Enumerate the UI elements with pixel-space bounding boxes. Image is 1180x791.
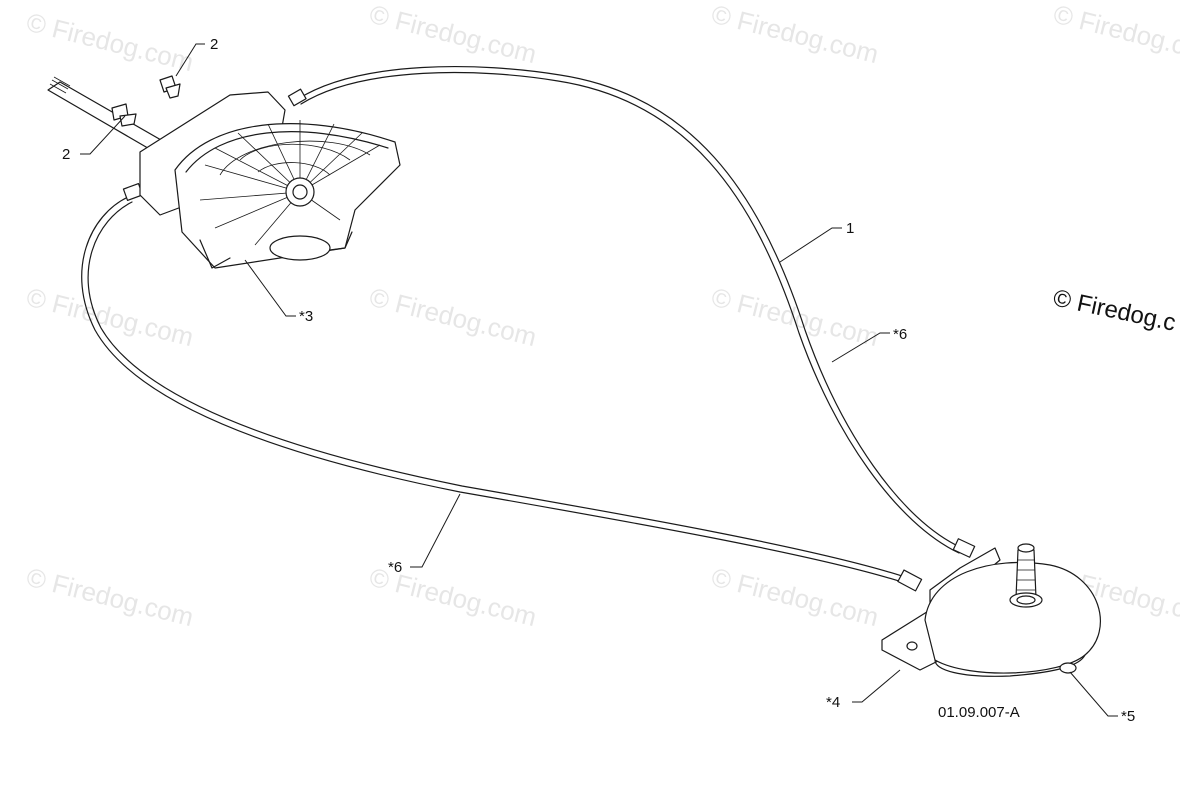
- cable: [81, 66, 976, 592]
- watermark: © Firedog.com: [24, 562, 197, 632]
- callout-label: *6: [893, 326, 907, 343]
- watermark: © Firedog.com: [1051, 0, 1180, 69]
- callout-label: *3: [299, 308, 313, 325]
- watermark: © Firedog.com: [24, 7, 197, 77]
- callout-label: 2: [210, 36, 218, 53]
- callout-label: *4: [826, 694, 840, 711]
- callout-label: 1: [846, 220, 854, 237]
- watermark: © Firedog.com: [367, 0, 540, 69]
- pedal-bracket-assembly: [881, 543, 1101, 677]
- leader-lines: [80, 43, 1118, 717]
- watermark-layer: © Firedog.com © Firedog.com © Firedog.co…: [24, 0, 1180, 632]
- callout-label: 2: [62, 146, 70, 163]
- callout-label: *6: [388, 559, 402, 576]
- callout-labels: 2 2 *3 1 *6 *6 *4 *5: [62, 36, 1135, 725]
- watermark: © Firedog.com: [709, 562, 882, 632]
- watermark: © Firedog.com: [367, 282, 540, 352]
- watermark: © Firedog.com: [709, 0, 882, 69]
- callout-label: *5: [1121, 708, 1135, 725]
- shift-lever-assembly: [47, 75, 401, 269]
- watermark: © Firedog.com: [709, 282, 882, 352]
- drawing-code: 01.09.007-A: [938, 704, 1020, 721]
- copyright-text: © Firedog.c: [1051, 284, 1178, 336]
